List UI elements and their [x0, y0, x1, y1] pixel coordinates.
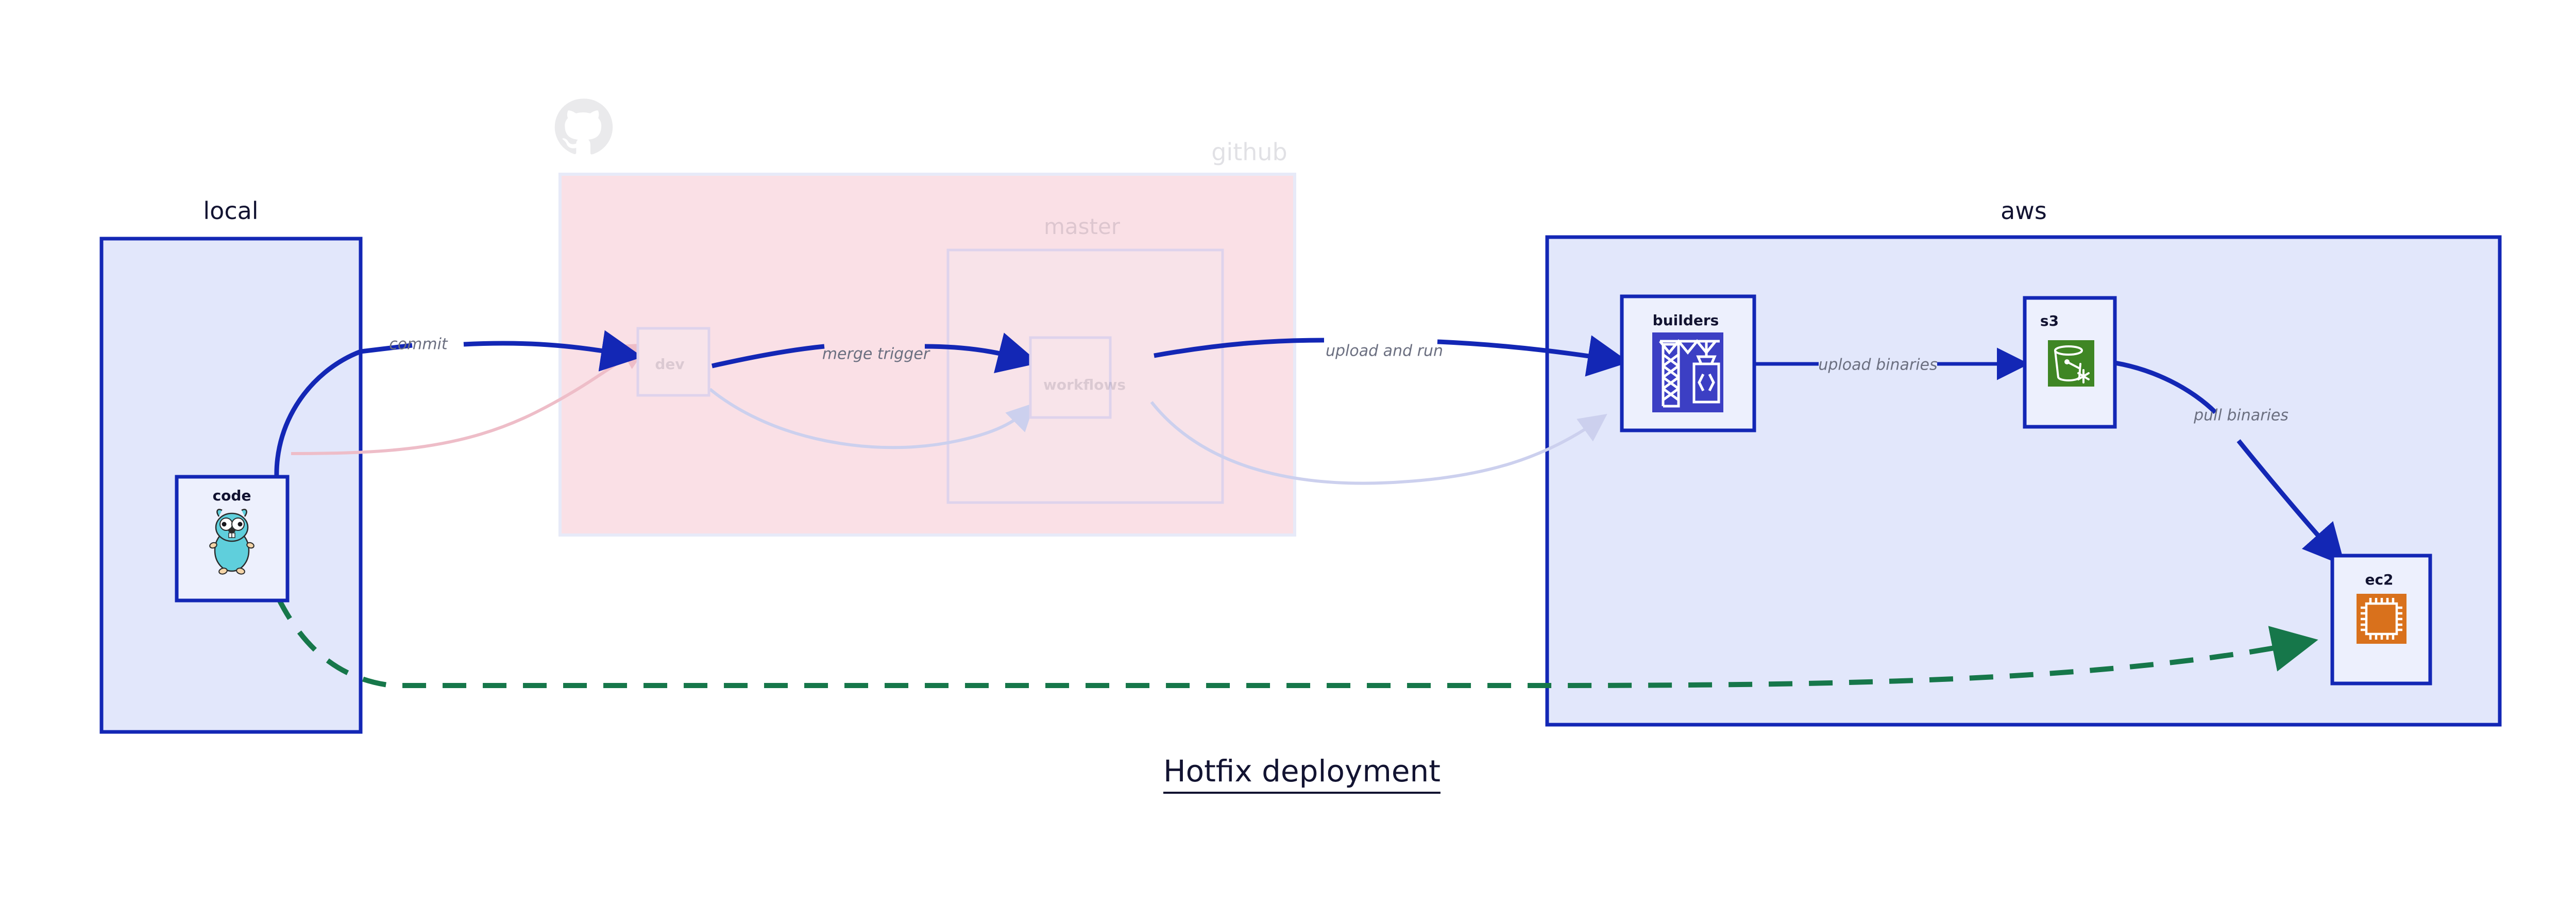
edge-label-upload-and-run: upload and run — [1325, 342, 1444, 360]
edge-workflows-builders — [1154, 338, 1325, 358]
github-octocat-icon — [554, 98, 613, 155]
node-box-dev[interactable] — [636, 327, 710, 397]
edge-label-pull-binaries: pull binaries — [2194, 406, 2289, 425]
edge-s3-ec2 — [2099, 358, 2217, 414]
edge-code-ec2-dashed — [276, 596, 2318, 688]
diagram-title: Hotfix deployment — [1163, 754, 1441, 794]
node-label-master: master — [1043, 214, 1121, 239]
edge-dev-workflows-tail — [924, 332, 1040, 374]
node-label-workflows: workflows — [1043, 376, 1126, 393]
group-label-github: github — [1211, 138, 1287, 166]
group-label-local: local — [203, 197, 259, 225]
edge-label-merge-trigger: merge trigger — [822, 345, 930, 363]
node-label-builders: builders — [1652, 312, 1719, 329]
node-label-s3: s3 — [2040, 312, 2059, 329]
aws-s3-bucket-icon — [2048, 340, 2094, 387]
node-label-dev: dev — [655, 356, 685, 373]
edge-workflows-builders-tail — [1437, 335, 1630, 377]
edge-faded-workflows-builders — [1150, 401, 1607, 485]
node-label-code: code — [212, 487, 251, 504]
aws-ec2-chip-icon — [2357, 594, 2406, 644]
node-box-workflows[interactable] — [1029, 336, 1112, 419]
edge-label-upload-binaries: upload binaries — [1818, 356, 1938, 374]
go-gopher-icon — [209, 509, 255, 575]
aws-codebuild-icon — [1652, 332, 1723, 412]
edge-code-dev-tail — [463, 330, 643, 372]
group-label-aws: aws — [2001, 197, 2047, 225]
node-label-ec2: ec2 — [2365, 571, 2394, 588]
edge-faded-dev-workflows — [709, 388, 1035, 449]
edge-code-dev — [274, 343, 413, 495]
edge-s3-ec2-tail — [2236, 439, 2345, 566]
edge-label-commit: commit — [389, 335, 448, 354]
edge-dev-workflows — [711, 344, 825, 369]
